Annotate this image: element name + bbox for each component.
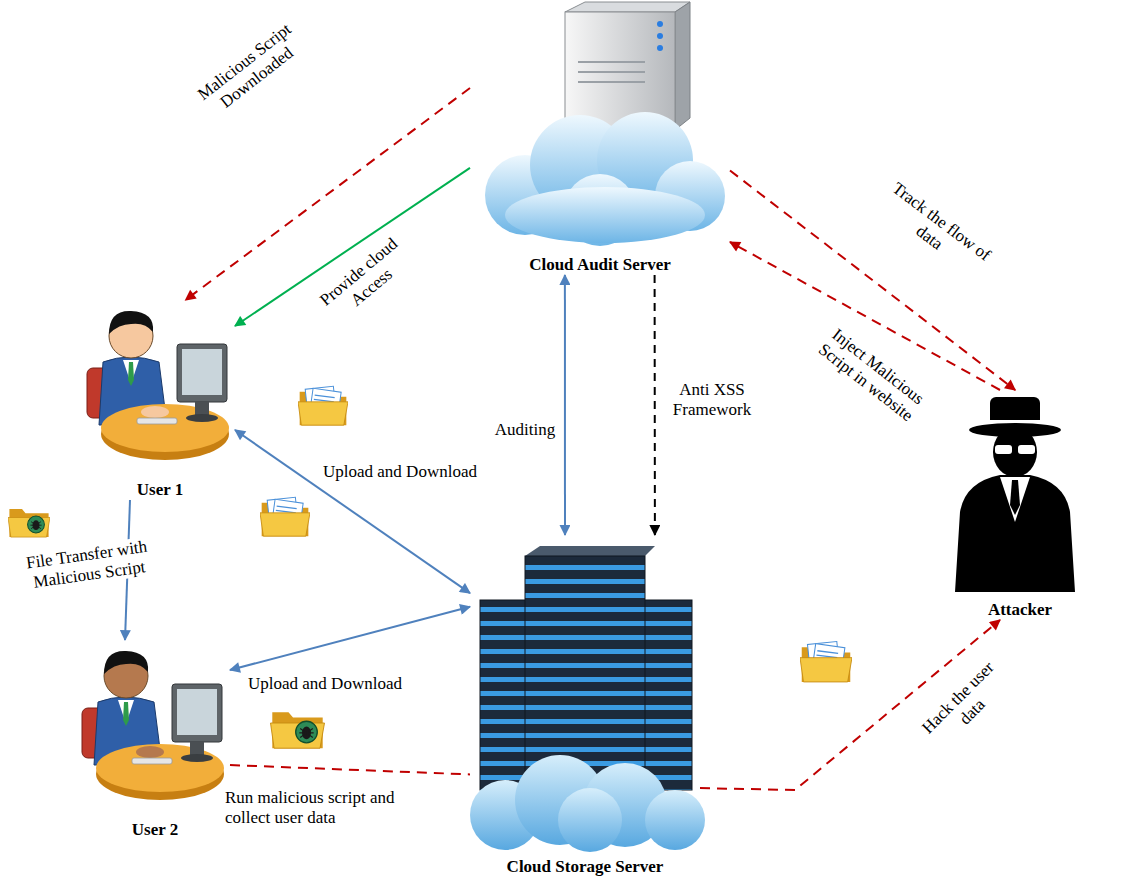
node-label-group: Cloud Audit Server xyxy=(470,255,730,275)
audit-server-icon xyxy=(485,2,725,246)
folder-icon xyxy=(260,497,310,536)
edge-label: Upload and Download xyxy=(246,674,404,694)
node-label: Cloud Storage Server xyxy=(507,857,664,877)
connector-arrow xyxy=(230,607,470,670)
node-label: User 1 xyxy=(137,480,183,500)
connector-arrow xyxy=(564,275,566,535)
folder-icon xyxy=(298,386,348,425)
edge-label: Run malicious script and collect user da… xyxy=(223,788,397,827)
edge-label: Provide cloud Access xyxy=(309,228,421,331)
edge-label: Anti XSS Framework xyxy=(665,380,759,419)
user-icon xyxy=(82,651,224,800)
connector-arrow xyxy=(654,275,656,535)
edge-label: Malicious Script Downloaded xyxy=(183,12,317,128)
attacker-node: Attacker xyxy=(940,390,1100,620)
node-label-group: Cloud Storage Server xyxy=(470,857,700,877)
storage-server-node: Cloud Storage Server xyxy=(470,535,700,877)
edge-label: Upload and Download xyxy=(321,462,479,482)
node-label-group: Attacker xyxy=(940,600,1100,620)
user-icon xyxy=(87,311,229,460)
edge-label: Hack the user data xyxy=(911,651,1019,759)
infected-folder-icon xyxy=(271,712,325,748)
node-label: Attacker xyxy=(988,600,1052,620)
attacker-icon xyxy=(955,397,1075,592)
edge-label: File Transfer with Malicious Script xyxy=(9,535,167,595)
edge-label: Inject Malicious Script in website xyxy=(807,318,937,431)
connector-arrow xyxy=(230,765,470,774)
folder-icon xyxy=(800,641,852,681)
audit-server-node: Cloud Audit Server xyxy=(470,0,730,275)
edge-label: Auditing xyxy=(493,420,557,440)
node-label: Cloud Audit Server xyxy=(529,255,671,275)
node-label-group: User 1 xyxy=(85,480,235,500)
connector-arrow xyxy=(235,430,470,593)
node-label-group: User 2 xyxy=(80,820,230,840)
node-label: User 2 xyxy=(132,820,178,840)
user-node: User 1 xyxy=(85,300,235,500)
storage-server-icon xyxy=(470,546,705,852)
connector-arrow xyxy=(186,88,471,300)
edge-label: Track the flow of data xyxy=(868,173,1003,288)
user-node: User 2 xyxy=(80,640,230,840)
infected-folder-icon xyxy=(8,509,50,537)
